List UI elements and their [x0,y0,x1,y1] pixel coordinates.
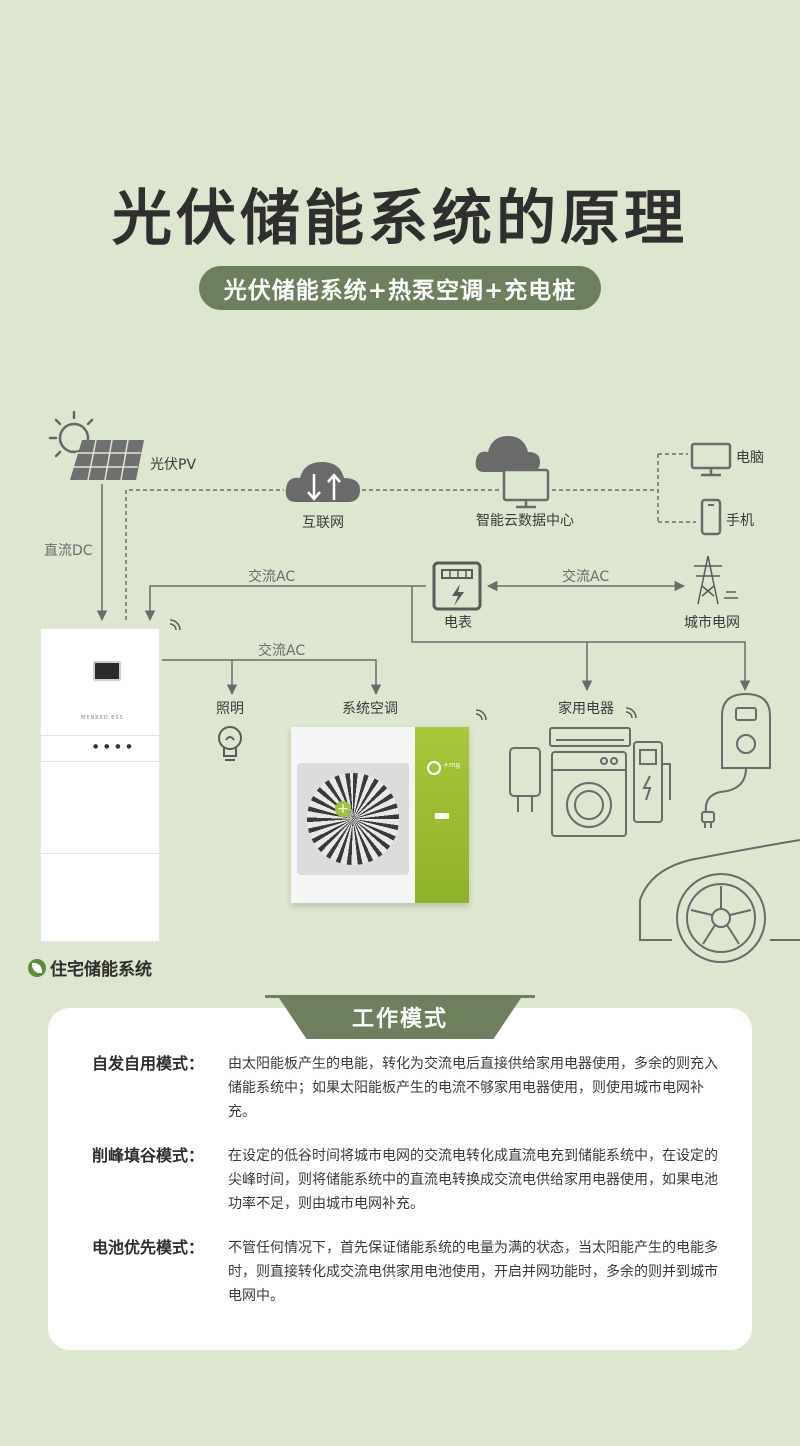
mode-item: 削峰填谷模式： 在设定的低谷时间将城市电网的交流电转化成直流电充到储能系统中，在… [92,1144,722,1216]
grid-label: 城市电网 [684,615,740,631]
storage-brand: MENRED ESS [81,715,124,721]
system-diagram [48,410,800,963]
mode-description: 不管任何情况下，首先保证储能系统的电量为满的状态，当太阳能产生的电能多时，则直接… [228,1240,718,1304]
mode-description: 由太阳能板产生的电能，转化为交流电后直接供给家用电器使用，多余的则充入储能系统中… [228,1056,718,1120]
data-link-lines [125,453,696,620]
page-title: 光伏储能系统的原理 [112,184,688,254]
internet-label: 互联网 [302,515,344,531]
light-bulb-icon [218,726,242,761]
ac-flow-label-load: 交流AC [258,643,306,659]
storage-unit: MENRED ESS ● ● ● ● [40,628,160,942]
heat-pump-panel: +mg [415,727,469,903]
work-mode-heading: 工作模式 [351,1007,448,1032]
cloud-data-center-icon [475,436,550,509]
ac-power-lines [144,580,751,696]
ac-system-label: 系统空调 [342,701,398,717]
dc-flow-label: 直流DC [44,543,93,559]
lighting-label: 照明 [216,701,244,717]
mode-name: 削峰填谷模式： [92,1146,205,1165]
mode-item: 电池优先模式： 不管任何情况下，首先保证储能系统的电量为满的状态，当太阳能产生的… [92,1236,722,1308]
heat-pump-logo [427,761,441,775]
meter-icon [432,561,482,611]
fan-housing: + [297,763,409,875]
phone-label: 手机 [726,513,754,529]
eco-leaf-icon [28,958,46,977]
computer-icon [690,442,732,477]
heat-pump-brand: +mg [443,761,461,769]
subtitle-badge: 光伏储能系统+热泵空调+充电桩 [199,266,601,310]
heat-pump-unit: + +mg [291,727,469,903]
solar-panel-icon [48,410,144,481]
work-mode-card [48,1008,752,1350]
storage-indicator-dots: ● ● ● ● [93,743,134,750]
appliances-label: 家用电器 [558,701,614,717]
storage-screen [93,661,121,681]
appliances-icon [509,727,671,837]
mode-item: 自发自用模式： 由太阳能板产生的电能，转化为交流电后直接供给家用电器使用，多余的… [92,1052,722,1124]
wifi-icons [169,619,637,721]
ac-flow-label-top: 交流AC [248,569,296,585]
fan-icon [307,773,399,865]
storage-system-text: 住宅储能系统 [50,960,152,980]
fan-hub: + [335,801,351,817]
heat-pump-tag [435,813,449,819]
internet-cloud-icon [285,462,360,502]
pv-label: 光伏PV [150,457,197,473]
mode-name: 自发自用模式： [92,1054,205,1073]
car-outline [639,839,800,963]
ac-flow-label-grid: 交流AC [562,569,610,585]
meter-label: 电表 [444,615,472,631]
storage-system-label: 住宅储能系统 [28,955,152,980]
work-mode-tab [277,995,523,1039]
ev-charger-icon [701,692,771,828]
cloud-center-label: 智能云数据中心 [476,513,574,529]
mode-description: 在设定的低谷时间将城市电网的交流电转化成直流电充到储能系统中，在设定的尖峰时间，… [228,1148,718,1212]
phone-icon [700,498,722,536]
mode-name: 电池优先模式： [92,1238,205,1257]
computer-label: 电脑 [736,450,764,466]
power-tower-icon [694,555,738,605]
